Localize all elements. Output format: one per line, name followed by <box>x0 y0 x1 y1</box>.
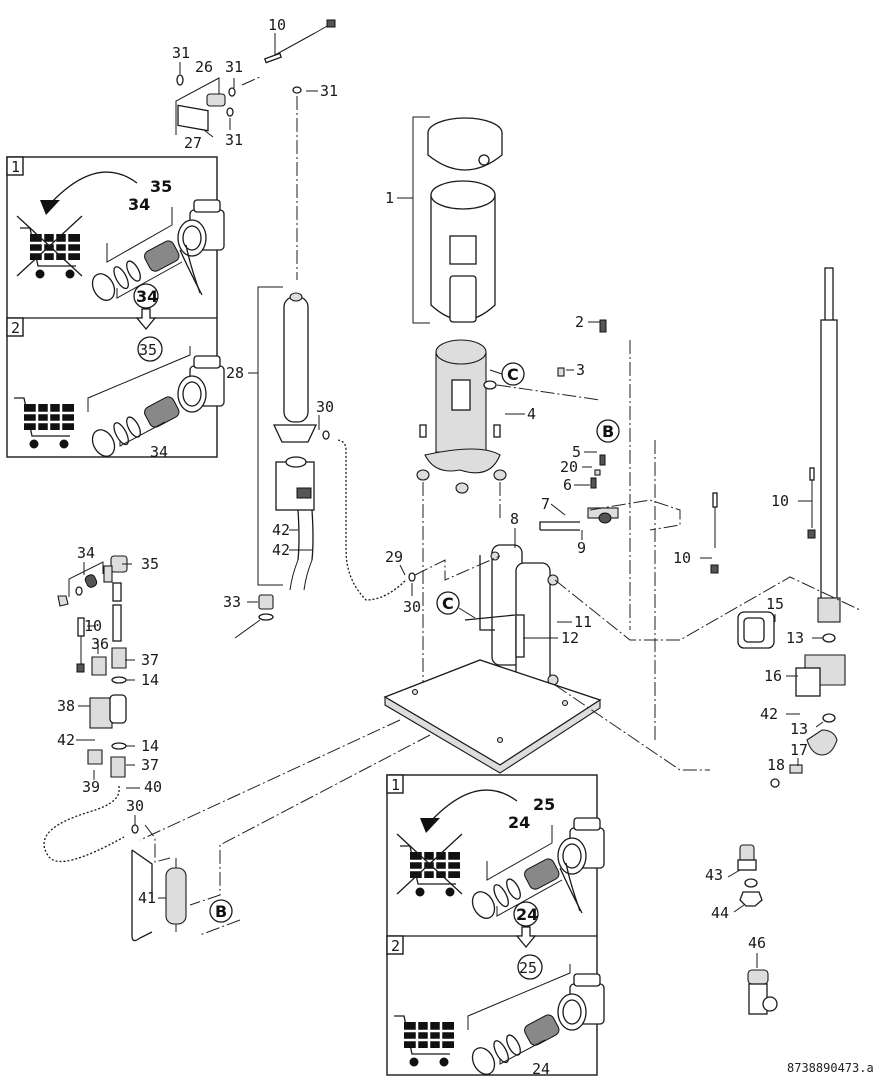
callout-41: 41 <box>138 889 156 907</box>
callout-28: 28 <box>226 364 244 382</box>
callout-42: 42 <box>272 541 290 559</box>
callout-10: 10 <box>84 617 102 635</box>
callout-44: 44 <box>711 904 729 922</box>
label-25-bold: 25 <box>533 795 555 814</box>
label-35-bold: 35 <box>150 177 172 196</box>
connection-lines <box>139 440 861 936</box>
document-number: 8738890473.a <box>787 1061 874 1075</box>
callout-37: 37 <box>141 756 159 774</box>
callout-10: 10 <box>673 549 691 567</box>
callout-15: 15 <box>766 595 784 613</box>
callout-43: 43 <box>705 866 723 884</box>
inset-strainer-replacement-top: 1 2 35 34 34 35 34 <box>6 156 225 461</box>
callout-14: 14 <box>141 671 159 689</box>
callout-31: 31 <box>320 82 338 100</box>
callout-13: 13 <box>790 720 808 738</box>
callout-9: 9 <box>577 539 586 557</box>
circled-34: 34 <box>136 287 158 306</box>
callout-10: 10 <box>268 16 286 34</box>
callout-34: 34 <box>77 544 95 562</box>
callout-40: 40 <box>144 778 162 796</box>
callout-12: 12 <box>561 629 579 647</box>
left-pump-assembly <box>42 468 175 863</box>
callout-39: 39 <box>82 778 100 796</box>
compressor-cover-1 <box>412 116 503 324</box>
inset-strainer-replacement-bottom: 1 2 25 24 24 25 24 <box>386 774 605 1079</box>
callout-2: 2 <box>575 313 584 331</box>
callout-3: 3 <box>576 361 585 379</box>
callout-18: 18 <box>767 756 785 774</box>
callout-42: 42 <box>57 731 75 749</box>
connectors: C B C B <box>209 362 620 923</box>
step-1-label: 1 <box>391 776 400 794</box>
callout-27: 27 <box>184 134 202 152</box>
callout-37: 37 <box>141 651 159 669</box>
label-24: 24 <box>532 1060 550 1078</box>
filter-drier-41 <box>131 849 187 942</box>
callout-31: 31 <box>225 131 243 149</box>
connector-b: B <box>602 422 614 441</box>
callout-35: 35 <box>141 555 159 573</box>
callout-38: 38 <box>57 697 75 715</box>
circled-35: 35 <box>139 341 157 359</box>
callout-5: 5 <box>572 443 581 461</box>
electric-heater-28 <box>257 286 416 602</box>
callout-1: 1 <box>385 189 394 207</box>
step-2-label: 2 <box>391 937 400 955</box>
base-tray <box>383 659 602 774</box>
callout-16: 16 <box>764 667 782 685</box>
heat-exchanger-8-11 <box>464 544 559 694</box>
callout-31: 31 <box>172 44 190 62</box>
callout-26: 26 <box>195 58 213 76</box>
shopping-cart-crossed-icon <box>16 215 83 280</box>
connector-b: B <box>215 902 227 921</box>
callout-42: 42 <box>272 521 290 539</box>
label-34: 34 <box>150 443 168 461</box>
callout-14: 14 <box>141 737 159 755</box>
callout-4: 4 <box>527 405 536 423</box>
label-24-bold: 24 <box>508 813 530 832</box>
curved-arrow-icon <box>40 200 60 215</box>
step-2-label: 2 <box>11 319 20 337</box>
callout-33: 33 <box>223 593 241 611</box>
valves-43-44-46 <box>737 844 778 1015</box>
leader-lines <box>76 33 824 968</box>
top-left-piping <box>141 5 336 280</box>
callout-7: 7 <box>541 495 550 513</box>
connector-c: C <box>442 594 454 613</box>
callout-46: 46 <box>748 934 766 952</box>
callout-29: 29 <box>385 548 403 566</box>
callout-36: 36 <box>91 635 109 653</box>
circled-25: 25 <box>519 959 537 977</box>
circled-24: 24 <box>516 905 538 924</box>
callout-6: 6 <box>563 476 572 494</box>
down-arrow-icon <box>515 926 537 949</box>
callout-17: 17 <box>790 741 808 759</box>
callout-20: 20 <box>560 458 578 476</box>
callout-13: 13 <box>786 629 804 647</box>
down-arrow-icon <box>135 308 157 331</box>
callout-labels: 10 31 26 31 31 31 27 1 2 3 4 5 20 6 7 9 … <box>57 16 808 952</box>
shopping-cart-crossed-icon <box>396 833 463 898</box>
compressor-4 <box>416 339 507 700</box>
step-1-label: 1 <box>11 158 20 176</box>
callout-30: 30 <box>316 398 334 416</box>
callout-30: 30 <box>126 797 144 815</box>
callout-11: 11 <box>574 613 592 631</box>
callout-8: 8 <box>510 510 519 528</box>
sensor-33 <box>234 594 274 639</box>
callout-31: 31 <box>225 58 243 76</box>
callout-30: 30 <box>403 598 421 616</box>
connector-c: C <box>507 365 519 384</box>
callout-42: 42 <box>760 705 778 723</box>
label-34-bold: 34 <box>128 195 150 214</box>
curved-arrow-icon <box>420 818 440 833</box>
right-piping <box>706 267 880 788</box>
callout-10: 10 <box>771 492 789 510</box>
